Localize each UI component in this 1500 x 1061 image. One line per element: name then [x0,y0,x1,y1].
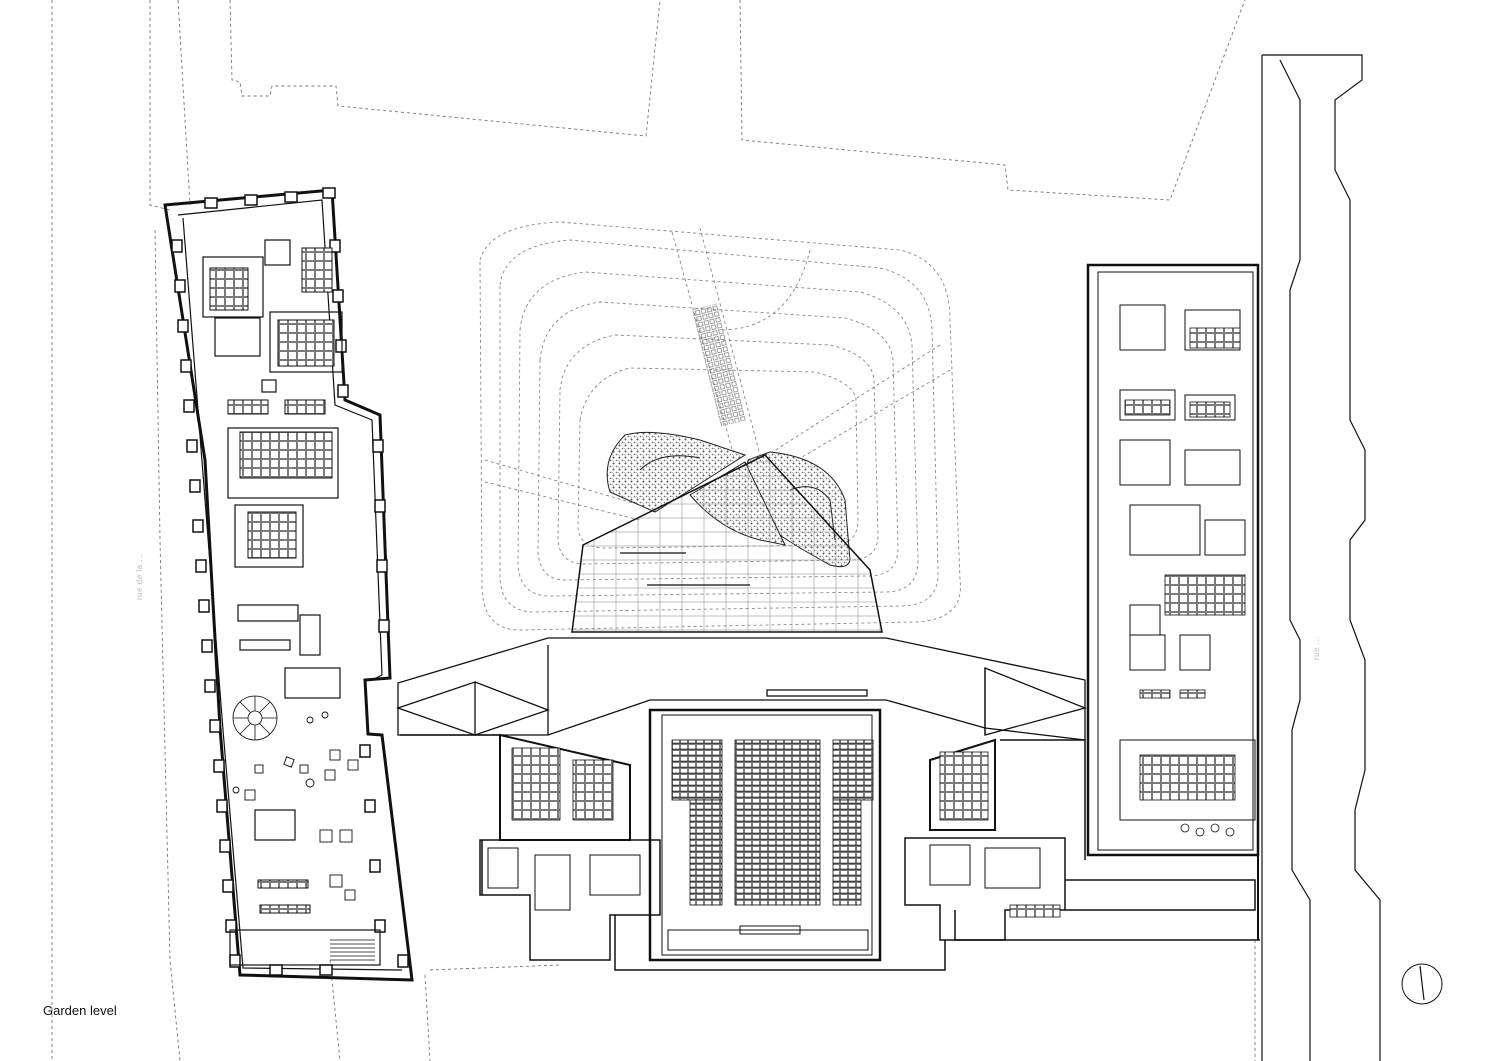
central-foyer [396,637,1088,741]
street-label-right: rue ... [1312,636,1321,660]
garden-paths [484,227,951,521]
lecture-hall-right [904,738,1260,941]
street-edge [1261,54,1381,1061]
north-arrow-icon [1401,963,1443,1005]
site-context [51,0,1256,1061]
left-wing [163,187,414,982]
spiral-stair [232,695,278,741]
auditorium [648,708,882,962]
plan-caption: Garden level [43,1003,117,1018]
street-label-left: rue de la ... [135,553,144,600]
lecture-hall-left [479,733,661,961]
right-wing [1086,263,1260,940]
glass-canopy [571,454,883,633]
garden-contours [479,221,961,631]
crosswalk-stripes [691,303,747,427]
